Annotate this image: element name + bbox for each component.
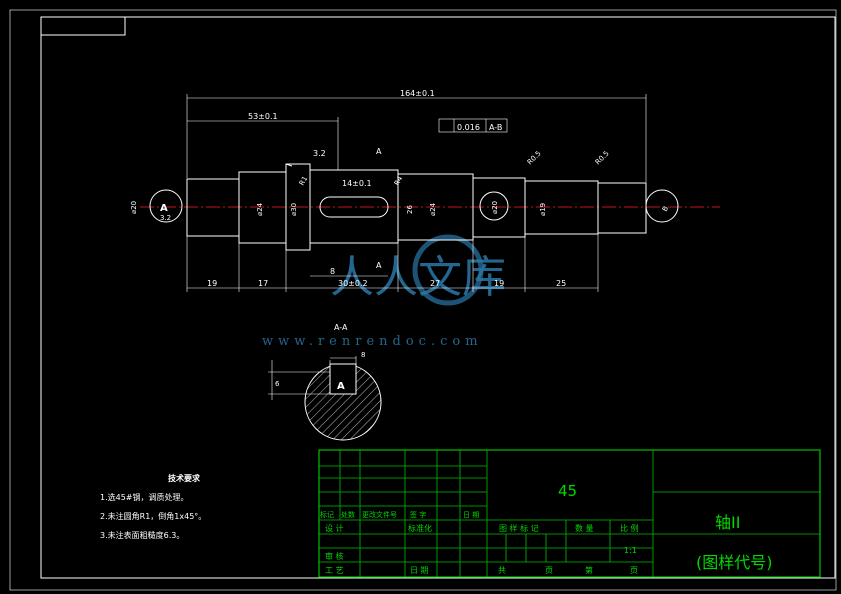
seg-30: 30±0.2 [338,279,368,288]
watermark-logo: 人人文库 [330,252,506,303]
dim-53: 53±0.1 [248,112,278,121]
watermark: 人人文库 www.renrendoc.com [262,234,506,349]
shaft-outline [186,163,647,251]
page-label: 页 [545,566,553,575]
runout-value: 0.016 [457,123,480,132]
d-24b: ⌀24 [429,202,437,216]
d-30: ⌀30 [290,203,298,216]
seg-19b: 19 [494,279,504,288]
d-left: ⌀20 [130,201,138,214]
process-label: 工 艺 [325,566,344,575]
design-label: 设 计 [325,523,344,533]
datum-ref: A-B [489,123,502,132]
watermark-url: www.renrendoc.com [262,334,483,349]
section-center: A [337,381,345,392]
code-box [40,16,126,36]
d-24a: ⌀24 [256,202,264,216]
d-r4: R4 [393,174,405,187]
inner-frame [40,16,836,579]
row-label-change: 更改文件号 [362,510,397,519]
center-hole-mid [479,191,509,221]
seg-8: 8 [330,267,335,276]
ratio-label: 比 例 [620,523,639,533]
center-hole-left [149,189,183,223]
row-label-sign: 签 字 [410,510,426,519]
roughness-top: 3.2 [313,149,326,158]
chamfer-b: R0.5 [594,149,611,166]
d-19: ⌀19 [539,203,547,216]
section-arrow-bottom: A [376,261,382,270]
d-26: 26 [406,205,414,214]
date-label: 日 期 [410,566,429,575]
page-label-2: 页 [630,566,638,575]
center-label-right: B [661,205,670,213]
quantity-label: 数 量 [575,523,594,533]
tech-item-3: 3.未注表面粗糙度6.3。 [100,530,184,540]
center-hole-right [645,189,679,223]
section-title: A-A [334,323,348,332]
chamfer-a: R0.5 [526,149,543,166]
row-label-date: 日 期 [463,511,479,519]
total-label: 共 [498,566,506,575]
seg-25: 25 [556,279,566,288]
stage-mark-label: 图 样 标 记 [499,523,539,533]
seg-27: 27 [430,279,440,288]
section-depth: 6 [275,380,280,388]
section-width: 8 [361,351,365,359]
row-label-mark: 标记 [320,510,334,519]
roughness-left: 3.2 [160,214,171,222]
drawing-code: (图样代号) [696,553,773,572]
d-20b: ⌀20 [491,201,499,214]
title-block [318,449,821,578]
seg-19a: 19 [207,279,217,288]
tech-item-2: 2.未注圆角R1，倒角1x45°。 [100,511,206,521]
row-label-count: 处数 [341,510,355,519]
section-arrow-top: A [376,147,382,156]
bottom-dimensions [186,234,599,292]
seg-17: 17 [258,279,268,288]
part-name: 轴II [715,513,740,532]
scale-value: 1:1 [624,546,637,555]
keyway-slot [319,196,389,218]
key-slot-length: 14±0.1 [342,179,372,188]
d-r1: R1 [298,175,310,187]
tech-item-1: 1.选45#钢，调质处理。 [100,492,189,502]
standard-label: 标准化 [408,523,432,533]
sheet-label: 第 [585,565,593,575]
review-label: 审 核 [325,551,344,561]
section-view [268,356,382,441]
dim-total-length: 164±0.1 [400,89,435,98]
material: 45 [558,482,577,500]
center-label-left: A [160,203,168,214]
top-dimensions [186,94,647,182]
outer-border [9,9,837,591]
tech-title: 技术要求 [168,473,201,483]
